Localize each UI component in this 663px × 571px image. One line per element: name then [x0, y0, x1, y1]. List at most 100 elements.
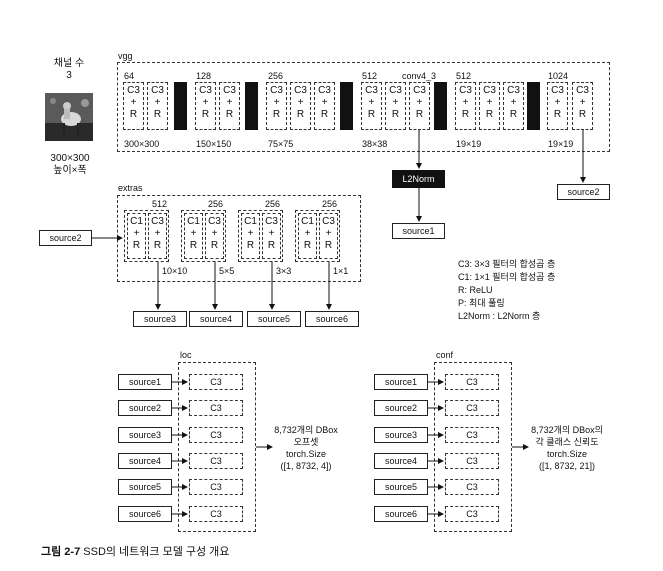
vgg-source1: source1: [392, 223, 445, 239]
conf-source2: source2: [374, 400, 428, 416]
conf-source4: source4: [374, 453, 428, 469]
vgg-cell: C3+R: [290, 82, 311, 130]
loc-source2: source2: [118, 400, 172, 416]
legend-r: R: ReLU: [458, 285, 493, 295]
vgg-cell: C3+R: [547, 82, 568, 130]
loc-source3: source3: [118, 427, 172, 443]
conf-c3: C3: [445, 374, 499, 390]
legend-l2norm: L2Norm : L2Norm 층: [458, 311, 541, 321]
legend-p: P: 최대 풀링: [458, 298, 505, 308]
conf-output-line2: 각 클래스 신뢰도: [535, 437, 599, 447]
input-image-picture: [45, 93, 93, 141]
vgg-cell: C3+R: [455, 82, 476, 130]
conf-c3: C3: [445, 427, 499, 443]
conf-output-line4: ([1, 8732, 21]): [538, 461, 596, 471]
vgg-ch-256: 256: [268, 71, 284, 81]
vgg-cell: C3+R: [195, 82, 216, 130]
vgg-ch-512a: 512: [362, 71, 378, 81]
extras-source6: source6: [305, 311, 359, 327]
loc-source5: source5: [118, 479, 172, 495]
channels-value: 3: [66, 70, 72, 81]
extras-c1-cell: C1+R: [241, 213, 260, 259]
conf-output-line3: torch.Size: [546, 449, 588, 459]
caption-text: SSD의 네트워크 모델 구성 개요: [83, 546, 230, 558]
conf-source1: source1: [374, 374, 428, 390]
vgg-cell: C3+R: [123, 82, 144, 130]
extras-source5: source5: [247, 311, 301, 327]
extras-c3-cell: C3+R: [319, 213, 338, 259]
conf-block: [434, 362, 512, 532]
conf-source6: source6: [374, 506, 428, 522]
vgg-size: 19×19: [548, 139, 574, 149]
loc-c3: C3: [189, 427, 243, 443]
vgg-cell: C3+R: [314, 82, 335, 130]
vgg-cell: C3+R: [361, 82, 382, 130]
input-size: 300×300: [50, 153, 90, 164]
pool-block: [245, 82, 258, 130]
extras-source3: source3: [133, 311, 187, 327]
vgg-conv4-3: conv4_3: [402, 71, 437, 81]
pool-block: [340, 82, 353, 130]
figure-caption: 그림 2-7 SSD의 네트워크 모델 구성 개요: [41, 546, 229, 559]
loc-block: [178, 362, 256, 532]
caption-label: 그림 2-7: [41, 546, 81, 558]
loc-title: loc: [180, 350, 192, 360]
legend-c3: C3: 3×3 필터의 합성곱 층: [458, 259, 556, 269]
vgg-size: 300×300: [124, 139, 160, 149]
extras-ch: 256: [208, 199, 224, 209]
vgg-cell: C3+R: [503, 82, 524, 130]
extras-c1-cell: C1+R: [127, 213, 146, 259]
extras-size: 3×3: [276, 266, 292, 276]
vgg-cell: C3+R: [219, 82, 240, 130]
extras-group-1: [124, 210, 169, 262]
vgg-cell: C3+R: [572, 82, 593, 130]
vgg-ch-128: 128: [196, 71, 212, 81]
conf-title: conf: [436, 350, 454, 360]
vgg-cell-conv4-3: C3+R: [409, 82, 430, 130]
vgg-size: 75×75: [268, 139, 294, 149]
pool-block: [174, 82, 187, 130]
pool-block: [527, 82, 540, 130]
extras-c3-cell: C3+R: [205, 213, 224, 259]
vgg-block: [117, 62, 610, 152]
extras-ch: 256: [265, 199, 281, 209]
loc-c3: C3: [189, 506, 243, 522]
loc-source6: source6: [118, 506, 172, 522]
conf-c3: C3: [445, 400, 499, 416]
loc-c3: C3: [189, 479, 243, 495]
conf-output-line1: 8,732개의 DBox의: [531, 425, 603, 435]
vgg-ch-512b: 512: [456, 71, 472, 81]
vgg-size: 150×150: [196, 139, 232, 149]
vgg-cell: C3+R: [479, 82, 500, 130]
legend-c1: C1: 1×1 필터의 합성곱 층: [458, 272, 556, 282]
vgg-ch-64: 64: [124, 71, 135, 81]
input-size-sub: 높이×폭: [53, 165, 87, 176]
vgg-size: 19×19: [456, 139, 482, 149]
conf-source5: source5: [374, 479, 428, 495]
vgg-title: vgg: [118, 51, 133, 61]
extras-size: 5×5: [219, 266, 235, 276]
loc-c3: C3: [189, 453, 243, 469]
extras-title: extras: [118, 183, 143, 193]
pool-block: [434, 82, 447, 130]
extras-size: 1×1: [333, 266, 349, 276]
loc-output-line3: torch.Size: [285, 449, 327, 459]
loc-source4: source4: [118, 453, 172, 469]
loc-output-line4: ([1, 8732, 4]): [280, 461, 332, 471]
conf-c3: C3: [445, 479, 499, 495]
vgg-cell: C3+R: [147, 82, 168, 130]
vgg-ch-1024: 1024: [548, 71, 569, 81]
vgg-size: 38×38: [362, 139, 388, 149]
vgg-source2: source2: [557, 184, 610, 200]
input-image: [45, 93, 93, 141]
vgg-cell: C3+R: [385, 82, 406, 130]
loc-c3: C3: [189, 374, 243, 390]
extras-ch: 512: [152, 199, 168, 209]
conf-c3: C3: [445, 506, 499, 522]
extras-c1-cell: C1+R: [184, 213, 203, 259]
extras-group-3: [238, 210, 283, 262]
extras-c3-cell: C3+R: [148, 213, 167, 259]
l2norm-box: L2Norm: [392, 170, 445, 188]
extras-ch: 256: [322, 199, 338, 209]
extras-input-source2: source2: [39, 230, 92, 246]
